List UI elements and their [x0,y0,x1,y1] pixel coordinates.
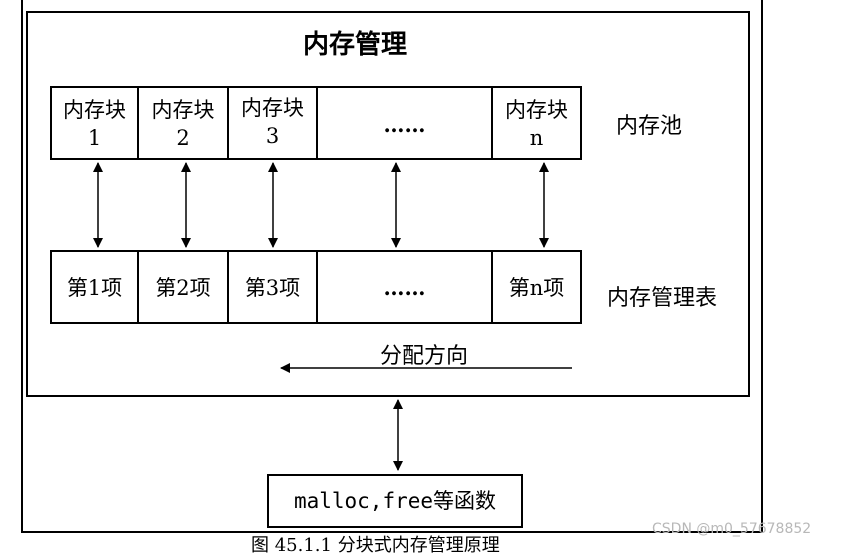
table-item-n: 第n项 [508,276,565,300]
pool-label: 内存池 [616,114,683,139]
pool-block-3: 内存块 3 [228,92,317,152]
api-box-label: malloc,free等函数 [293,489,497,513]
pool-block-label: 内存块 [505,98,568,122]
pool-block-1: 内存块 1 [51,94,138,154]
pool-block-label: 内存块 [63,98,126,122]
direction-label: 分配方向 [380,344,469,369]
table-item-2: 第2项 [155,276,211,300]
memory-pool-row [50,86,582,160]
memory-management-box [26,11,750,397]
table-label: 内存管理表 [607,286,718,311]
pool-block-index: 2 [176,126,190,150]
memory-table-row [50,250,582,324]
pool-block-n: 内存块 n [492,94,581,154]
outer-frame [21,0,763,533]
pool-block-index: n [529,126,544,150]
pool-block-index: 3 [265,124,280,148]
api-box [267,474,523,528]
pool-block-label: 内存块 [151,98,215,122]
watermark: CSDN @m0_57678852 [652,521,812,537]
pool-block-index: 1 [87,126,102,150]
figure-caption: 图 45.1.1 分块式内存管理原理 [251,535,500,556]
pool-block-ellipsis: …… [317,110,492,140]
pool-block-label: …… [383,112,426,137]
pool-block-2: 内存块 2 [138,94,228,154]
diagram-title: 内存管理 [303,30,408,60]
table-item-ellipsis: …… [383,275,426,300]
pool-block-label: 内存块 [241,96,304,120]
table-item-3: 第3项 [244,276,301,300]
table-item-1: 第1项 [66,276,123,300]
